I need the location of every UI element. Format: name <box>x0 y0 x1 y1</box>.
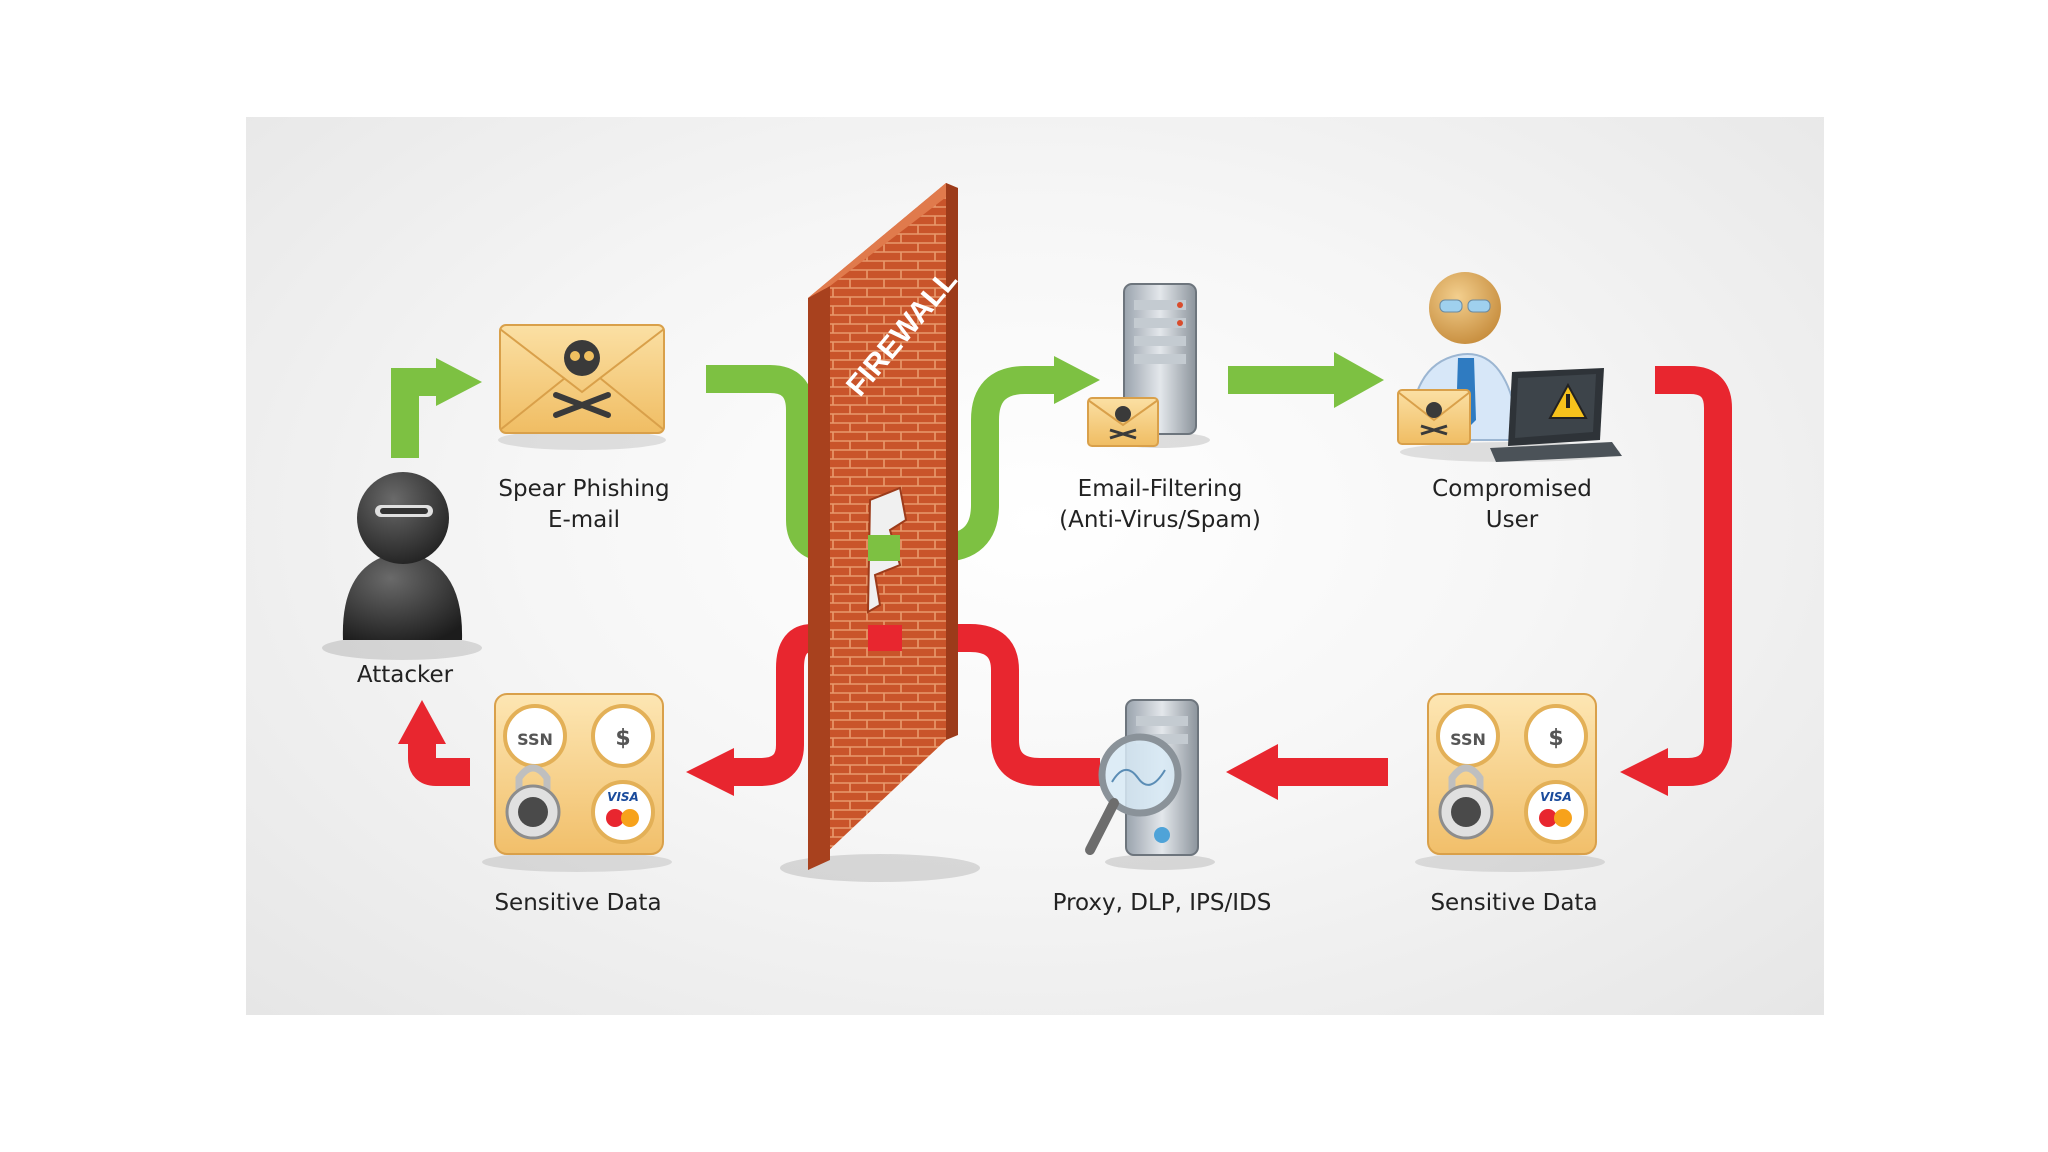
spear-phishing-line2: E-mail <box>547 507 621 533</box>
visa-text: VISA <box>607 790 639 804</box>
dollar-text: $ <box>615 726 630 751</box>
padlock-icon <box>505 764 561 840</box>
arrow-filter-to-user <box>1228 352 1384 408</box>
email-filtering-line1: Email-Filtering <box>1077 476 1243 502</box>
data-tile-icon: SSN $ VISA <box>1415 693 1605 872</box>
skull-envelope-icon <box>498 324 666 450</box>
sensitive-data-right-label: Sensitive Data <box>1430 890 1598 916</box>
brick-wall-icon: FIREWALL <box>780 183 980 882</box>
arrow-firewall-to-filter <box>870 356 1100 562</box>
email-filtering-line2: (Anti-Virus/Spam) <box>1059 507 1261 533</box>
compromised-user-line2: User <box>1485 507 1539 533</box>
user-laptop-icon <box>1397 272 1622 462</box>
skull-envelope-icon <box>1087 397 1159 447</box>
arrow-attacker-to-email <box>391 358 482 458</box>
spear-phishing-line1: Spear Phishing <box>498 476 670 502</box>
magnifier-server-icon <box>1085 699 1215 870</box>
diagram-panel <box>246 117 1824 1015</box>
arrow-data-to-proxy <box>1226 744 1388 800</box>
ssn-text: SSN <box>1450 730 1486 749</box>
arrow-user-to-data <box>1620 366 1732 796</box>
sensitive-data-left-label: Sensitive Data <box>494 890 662 916</box>
dollar-text: $ <box>1548 726 1563 751</box>
hooded-attacker-icon <box>322 472 482 660</box>
arrow-firewall-to-data <box>686 624 870 796</box>
attacker-label: Attacker <box>356 662 454 688</box>
compromised-user-label: Compromised User <box>1432 474 1592 536</box>
visa-text: VISA <box>1540 790 1572 804</box>
compromised-user-line1: Compromised <box>1432 476 1592 502</box>
arrow-data-to-attacker <box>398 700 470 786</box>
padlock-icon <box>1438 764 1494 840</box>
proxy-label: Proxy, DLP, IPS/IDS <box>1052 890 1272 916</box>
data-tile-icon: SSN $ VISA <box>482 693 672 872</box>
arrow-proxy-to-firewall <box>870 624 1100 786</box>
ssn-text: SSN <box>517 730 553 749</box>
spear-phishing-label: Spear Phishing E-mail <box>498 474 669 536</box>
email-filtering-label: Email-Filtering (Anti-Virus/Spam) <box>1059 474 1261 536</box>
